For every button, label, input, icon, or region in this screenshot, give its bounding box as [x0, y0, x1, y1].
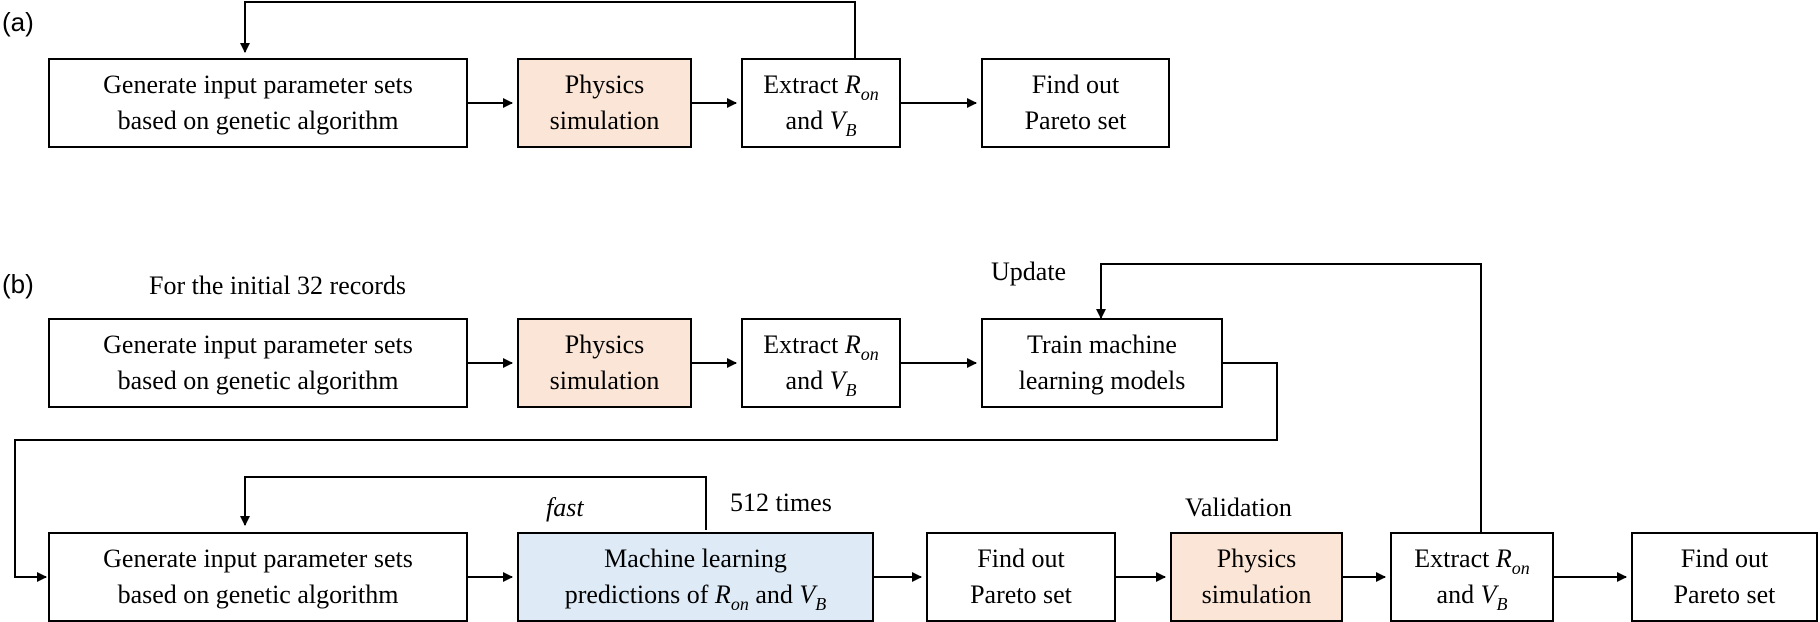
update-note: Update	[991, 257, 1067, 286]
a-extract-line2: and VB	[785, 106, 857, 140]
loop-a-feedback	[240, 1, 856, 58]
b-extract2-line1: Extract Ron	[1414, 544, 1530, 578]
fast-note: fast	[546, 493, 584, 522]
b-pareto1-line1: Find out	[977, 544, 1065, 573]
b-pareto2-line2: Pareto set	[1673, 580, 1776, 609]
b-pareto1-box: Find out Pareto set	[926, 532, 1116, 622]
b-generate2-line2: based on genetic algorithm	[117, 580, 399, 609]
a-generate-line1: Generate input parameter sets	[103, 70, 413, 99]
a-sim-line2: simulation	[549, 106, 660, 135]
a-sim-line1: Physics	[564, 70, 645, 99]
ml-line2: predictions of Ron and VB	[564, 580, 827, 614]
b-pareto1-line2: Pareto set	[970, 580, 1072, 609]
b-extract-line2: and VB	[785, 366, 857, 400]
a-generate-box: Generate input parameter sets based on g…	[48, 58, 468, 148]
times-note: 512 times	[730, 488, 832, 517]
a-extract-line1: Extract Ron	[763, 70, 879, 104]
b-sim2-line1: Physics	[1216, 544, 1297, 573]
connector-train-to-gen2	[14, 362, 1278, 582]
b-sim-line2: simulation	[549, 366, 660, 395]
b-sim-line1: Physics	[564, 330, 645, 359]
b-generate-line2: based on genetic algorithm	[117, 366, 399, 395]
ml-predictions-box: Machine learning predictions of Ron and …	[517, 532, 874, 622]
b-physics-simulation2-box: Physics simulation	[1170, 532, 1343, 622]
b-extract-line1: Extract Ron	[763, 330, 879, 364]
b-generate-line1: Generate input parameter sets	[103, 330, 413, 359]
b-extract-box: Extract Ron and VB	[741, 318, 901, 408]
b-generate-box: Generate input parameter sets based on g…	[48, 318, 468, 408]
panel-b-label: (b)	[2, 269, 34, 299]
panel-a-label: (a)	[2, 7, 34, 37]
b-physics-simulation-box: Physics simulation	[517, 318, 692, 408]
b-pareto2-box: Find out Pareto set	[1631, 532, 1818, 622]
a-extract-box: Extract Ron and VB	[741, 58, 901, 148]
train-line1: Train machine	[1027, 330, 1177, 359]
train-models-box: Train machine learning models	[981, 318, 1223, 408]
train-line2: learning models	[1018, 366, 1186, 395]
b-extract2-box: Extract Ron and VB	[1390, 532, 1554, 622]
validation-note: Validation	[1185, 493, 1292, 522]
a-pareto-line1: Find out	[1031, 70, 1120, 99]
a-generate-line2: based on genetic algorithm	[117, 106, 399, 135]
a-pareto-line2: Pareto set	[1024, 106, 1127, 135]
b-extract2-line2: and VB	[1436, 580, 1508, 614]
ml-line1: Machine learning	[604, 544, 787, 573]
initial-records-note: For the initial 32 records	[149, 271, 407, 300]
a-pareto-box: Find out Pareto set	[981, 58, 1170, 148]
b-sim2-line2: simulation	[1201, 580, 1312, 609]
b-generate2-line1: Generate input parameter sets	[103, 544, 413, 573]
b-generate2-box: Generate input parameter sets based on g…	[48, 532, 468, 622]
a-physics-simulation-box: Physics simulation	[517, 58, 692, 148]
b-pareto2-line1: Find out	[1680, 544, 1769, 573]
loop-update	[1096, 263, 1482, 532]
loop-512-times	[240, 476, 707, 530]
